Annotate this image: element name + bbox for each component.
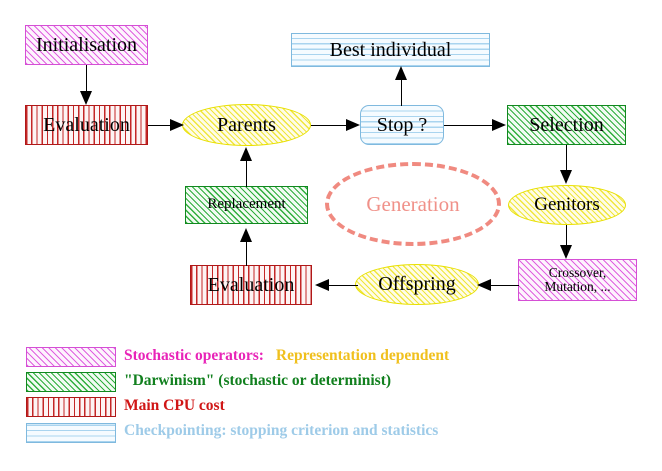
connector-parents-to-stop [311,124,349,126]
connector-stop-to-selection [444,124,495,126]
legend-swatch-stochastic-operators [26,347,116,367]
node-initialisation[interactable]: Initialisation [25,25,148,65]
node-selection-label: Selection [529,113,604,136]
arrowhead-evaluation-to-replacement [239,228,252,242]
node-offspring-label: Offspring [378,273,456,295]
node-genitors-label: Genitors [534,194,600,216]
node-replacement-label: Replacement [207,196,286,213]
connector-stop-to-best-individual [401,73,403,106]
arrowhead-initialisation-to-evaluation [79,91,92,105]
node-crossover-mutation-label: Crossover, Mutation, ... [544,264,611,294]
legend-label-darwinism: "Darwinism" (stochastic or determinist) [124,372,391,390]
node-crossover-mutation[interactable]: Crossover, Mutation, ... [518,259,637,301]
node-best-individual-label: Best individual [329,38,452,61]
legend-label-stochastic-operators-primary: Stochastic operators: [124,347,264,364]
arrowhead-genitors-to-crossover [559,245,572,259]
legend-label-stochastic-operators: Stochastic operators: Representation depe… [124,347,449,365]
legend-label-main-cpu-cost: Main CPU cost [124,397,225,415]
node-genitors[interactable]: Genitors [508,185,626,225]
node-generation-label: Generation [366,191,460,216]
node-selection[interactable]: Selection [507,105,626,145]
legend-label-main-cpu-cost-text: Main CPU cost [124,397,225,414]
node-evaluation-bottom-label: Evaluation [207,273,295,296]
node-best-individual[interactable]: Best individual [291,33,490,67]
legend-swatch-checkpointing [26,423,116,443]
node-evaluation-bottom[interactable]: Evaluation [190,265,312,305]
arrowhead-selection-to-genitors [559,170,572,184]
legend-swatch-main-cpu-cost [26,397,116,417]
arrowhead-crossover-to-offspring [477,278,491,291]
legend-label-checkpointing-text: Checkpointing: stopping criterion and st… [124,422,439,439]
connector-evaluation-to-parents [148,124,172,126]
legend-label-stochastic-operators-secondary: Representation dependent [275,347,450,364]
node-stop[interactable]: Stop ? [360,105,444,145]
legend-label-darwinism-text: "Darwinism" (stochastic or determinist) [124,372,392,389]
legend-swatch-darwinism [26,372,116,392]
connector-evaluation-to-replacement [246,236,248,266]
connector-offspring-to-evaluation [328,284,358,286]
connector-crossover-to-offspring [489,284,519,286]
arrowhead-stop-to-selection [492,118,506,131]
arrowhead-stop-to-best-individual [394,66,407,80]
connector-replacement-to-parents [246,156,248,187]
node-offspring[interactable]: Offspring [355,264,479,305]
connector-initialisation-to-evaluation [86,65,88,93]
node-parents-label: Parents [217,113,276,136]
arrowhead-replacement-to-parents [239,147,252,161]
node-stop-label: Stop ? [376,113,428,136]
arrowhead-evaluation-to-parents [170,118,184,131]
node-evaluation-top-label: Evaluation [43,113,130,136]
node-generation: Generation [325,162,501,246]
node-parents[interactable]: Parents [182,104,311,146]
node-initialisation-label: Initialisation [35,33,138,56]
node-evaluation-top[interactable]: Evaluation [25,105,148,145]
arrowhead-parents-to-stop [346,118,360,131]
connector-genitors-to-crossover [566,225,568,247]
node-replacement[interactable]: Replacement [185,186,308,224]
legend-label-checkpointing: Checkpointing: stopping criterion and st… [124,422,438,440]
connector-selection-to-genitors [566,145,568,172]
arrowhead-offspring-to-evaluation [315,278,329,291]
